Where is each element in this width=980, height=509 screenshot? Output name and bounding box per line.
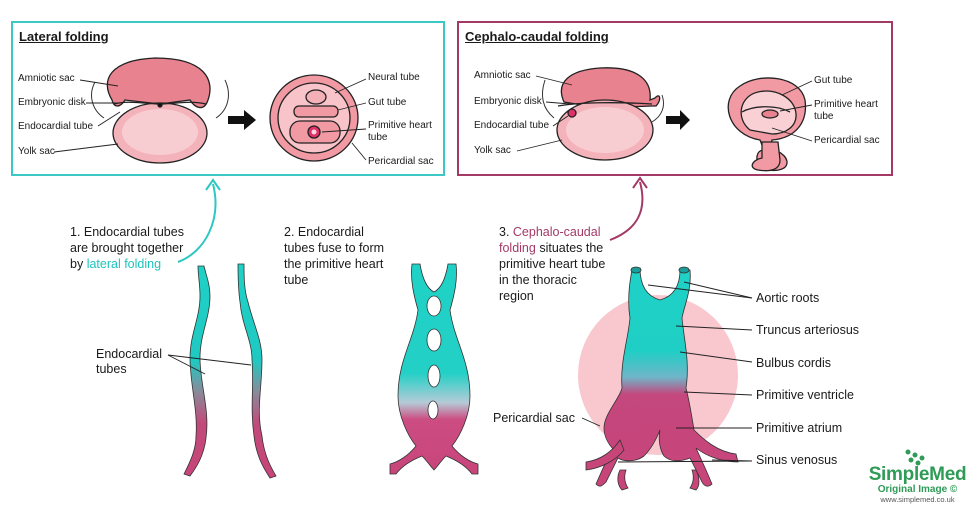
- lateral-label-neural-tube: Neural tube: [368, 72, 420, 83]
- lateral-label-amniotic-sac: Amniotic sac: [18, 73, 75, 84]
- lateral-label-pericardial-sac: Pericardial sac: [368, 156, 434, 167]
- lateral-left-leaders: [53, 79, 121, 153]
- cephalo-label-gut-tube: Gut tube: [814, 75, 853, 86]
- step-3-line-2: folding situates the: [499, 240, 605, 256]
- label-primitive-ventricle: Primitive ventricle: [756, 388, 854, 402]
- endocardial-tube-right: [237, 263, 277, 479]
- lateral-embryo-left: [91, 57, 229, 164]
- lateral-label-yolk-sac: Yolk sac: [18, 146, 55, 157]
- label-bulbus-cordis: Bulbus cordis: [756, 356, 832, 370]
- simplemed-logo-icon: [905, 449, 925, 466]
- step-1-prefix: by: [70, 257, 87, 271]
- cephalo-label-embryonic-disk: Embryonic disk: [474, 96, 542, 107]
- primitive-heart-tube: [585, 266, 739, 491]
- step-2-line-2: tubes fuse to form: [284, 241, 385, 255]
- cephalo-embryo-right: [727, 77, 807, 172]
- cephalo-caudal-folding-title: Cephalo-caudal folding: [465, 29, 609, 44]
- logo-subtitle: Original Image ©: [877, 484, 958, 495]
- label-truncus-arteriosus: Truncus arteriosus: [756, 323, 860, 337]
- step-3-highlight-2: folding: [499, 241, 536, 255]
- endocardial-tubes-line-2: tubes: [96, 362, 127, 376]
- lateral-label-tube: tube: [368, 132, 388, 143]
- cephalo-label-pericardial-sac: Pericardial sac: [814, 135, 880, 146]
- endocardial-tubes-label: Endocardial tubes: [96, 347, 162, 377]
- cephalo-label-amniotic-sac: Amniotic sac: [474, 70, 531, 81]
- step-3-line-3: primitive heart tube: [499, 257, 606, 271]
- endocardial-tubes-line-1: Endocardial: [96, 347, 163, 361]
- cephalo-arrow: [666, 110, 690, 130]
- step-1-line-2: are brought together: [70, 241, 184, 255]
- step-3-text: 3. Cephalo-caudal folding situates the p…: [499, 224, 605, 304]
- cephalo-caudal-folding-panel: Cephalo-caudal folding: [457, 21, 893, 176]
- endocardial-tube-left: [183, 265, 211, 477]
- step-3-prefix: 3.: [499, 225, 513, 239]
- lateral-folding-title: Lateral folding: [19, 29, 109, 44]
- logo-url: www.simplemed.co.uk: [880, 495, 955, 504]
- cephalo-label-endocardial-tube: Endocardial tube: [474, 120, 550, 131]
- cephalo-label-yolk-sac: Yolk sac: [474, 145, 511, 156]
- teal-pointer-arrow: [177, 178, 221, 263]
- simplemed-logo: SimpleMed Original Image © www.simplemed…: [860, 448, 975, 504]
- step-3-line-1: 3. Cephalo-caudal: [499, 224, 605, 240]
- lateral-right-leaders: [321, 78, 367, 161]
- logo-name: SimpleMed: [868, 464, 967, 485]
- cephalo-embryo-left: [541, 67, 665, 161]
- endocardial-leaders: [167, 354, 252, 375]
- lateral-label-gut-tube: Gut tube: [368, 97, 407, 108]
- step-2-line-4: tube: [284, 273, 309, 287]
- cephalo-label-primitive-heart: Primitive heart: [814, 99, 878, 110]
- fused-heart-tube: [389, 263, 479, 475]
- label-sinus-venosus: Sinus venosus: [756, 453, 838, 467]
- lateral-arrow: [228, 110, 256, 130]
- step-2-line-1: 2. Endocardial: [284, 225, 364, 239]
- label-aortic-roots: Aortic roots: [756, 291, 820, 305]
- lateral-label-primitive-heart: Primitive heart: [368, 120, 432, 131]
- cephalo-label-tube: tube: [814, 111, 834, 122]
- lateral-label-embryonic-disk: Embryonic disk: [18, 97, 86, 108]
- step-2-text: 2. Endocardial tubes fuse to form the pr…: [284, 224, 384, 288]
- heart-leaders: [581, 281, 753, 463]
- step-1-line-3: by lateral folding: [70, 256, 184, 272]
- step-3-line-4: in the thoracic: [499, 273, 577, 287]
- lateral-embryo-right: [269, 74, 359, 162]
- step-1-highlight: lateral folding: [86, 257, 162, 271]
- step-3-highlight-1: Cephalo-caudal: [512, 225, 601, 239]
- cephalo-left-leaders: [516, 75, 573, 152]
- cephalo-right-leaders: [771, 80, 813, 142]
- label-pericardial-sac: Pericardial sac: [493, 411, 575, 425]
- step-2-line-3: the primitive heart: [284, 257, 384, 271]
- step-3-rest: situates the: [535, 241, 604, 255]
- step-1-line-1: 1. Endocardial tubes: [70, 225, 184, 239]
- step-3-line-5: region: [499, 289, 534, 303]
- label-primitive-atrium: Primitive atrium: [756, 421, 843, 435]
- lateral-label-endocardial-tube: Endocardial tube: [18, 121, 94, 132]
- plum-pointer-arrow: [609, 176, 648, 241]
- step-1-text: 1. Endocardial tubes are brought togethe…: [70, 224, 184, 272]
